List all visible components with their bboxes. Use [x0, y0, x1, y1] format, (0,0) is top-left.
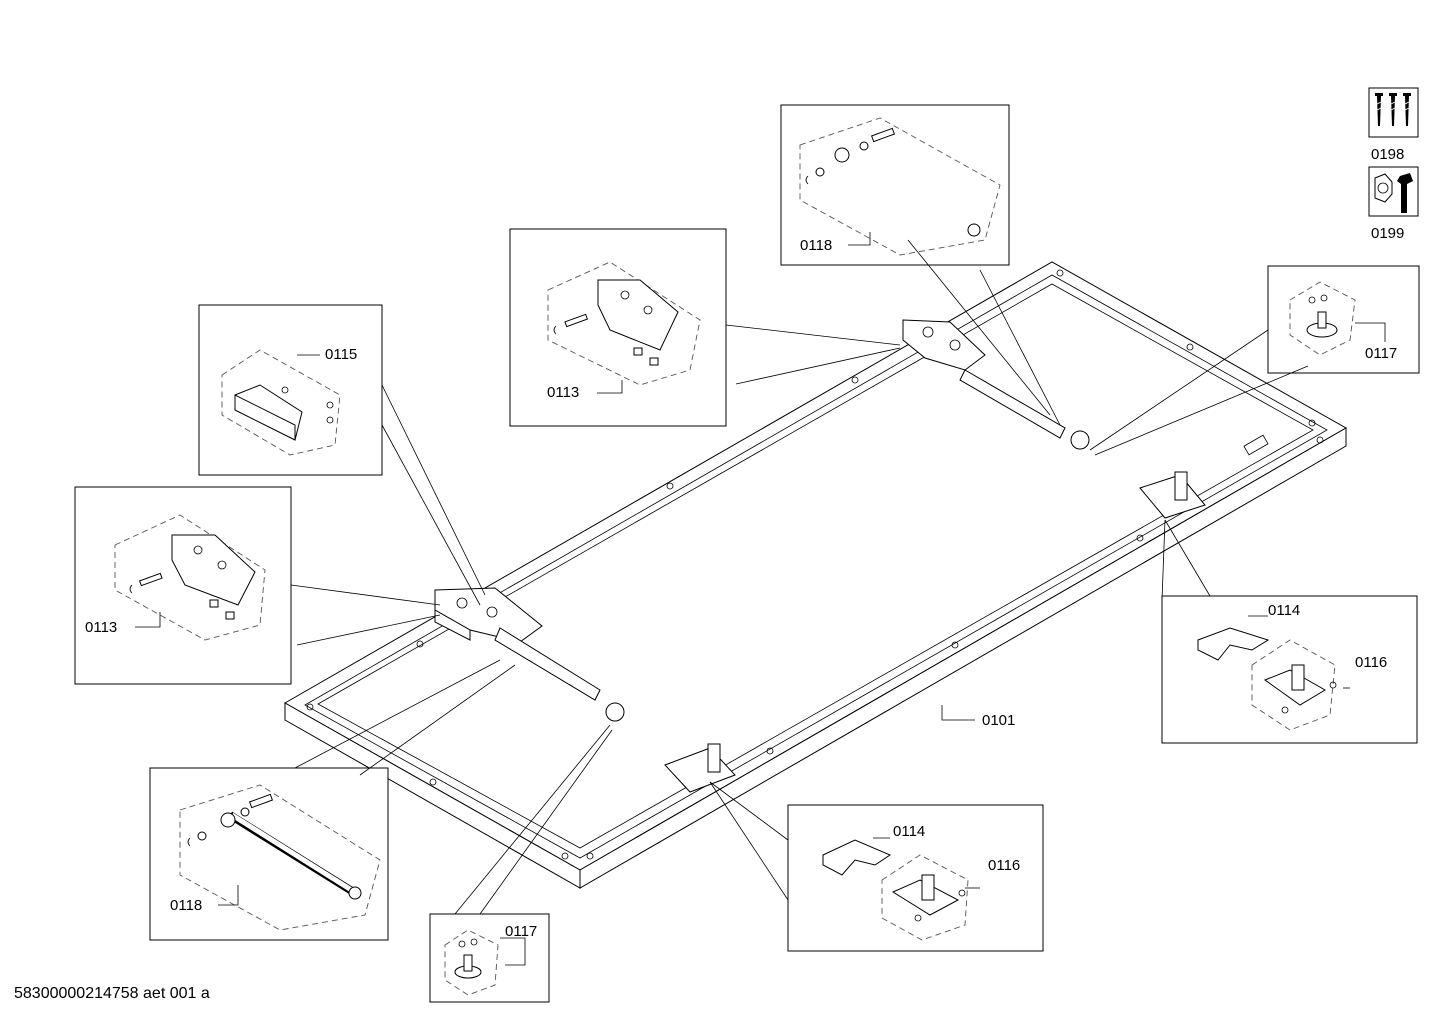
label-foot-right: 0117	[1365, 345, 1397, 362]
label-frame: 0101	[982, 712, 1015, 729]
mounted-hinge-top	[902, 319, 1090, 450]
detail-box-hinge-top	[509, 228, 727, 427]
mounted-hinge-left	[434, 587, 625, 722]
wrench-kit-icon[interactable]	[1368, 166, 1419, 217]
leader-lines	[290, 239, 1309, 915]
frame-panel[interactable]	[283, 261, 1348, 889]
detail-box-bracket-bottom	[787, 804, 1044, 952]
label-latch-bottom: 0116	[988, 857, 1020, 874]
label-bracket-right: 0114	[1268, 602, 1300, 619]
detail-box-hinge-left	[74, 486, 292, 685]
label-tool-kit: 0199	[1371, 225, 1404, 242]
label-hinge-top: 0113	[547, 384, 579, 401]
label-cover: 0115	[325, 346, 357, 363]
detail-box-bracket-right	[1161, 595, 1418, 744]
detail-box-foot-right	[1267, 265, 1420, 374]
label-foot-bottom: 0117	[505, 923, 537, 940]
detail-box-foot-bottom	[429, 913, 550, 1003]
label-screw-kit: 0198	[1371, 146, 1404, 163]
mounted-bracket-right	[1139, 471, 1206, 519]
label-strut-top: 0118	[800, 237, 832, 254]
detail-box-cover	[198, 304, 383, 476]
label-latch-right: 0116	[1355, 654, 1387, 671]
detail-box-strut-left	[149, 767, 389, 941]
label-hinge-left: 0113	[85, 619, 117, 636]
callout-ticks	[135, 232, 1386, 966]
detail-box-strut-top	[780, 104, 1010, 266]
mounted-bracket-bottom	[664, 743, 736, 793]
label-bracket-bottom: 0114	[893, 823, 925, 840]
screw-kit-icon[interactable]	[1368, 87, 1419, 138]
document-id: 58300000214758 aet 001 a	[14, 985, 210, 1002]
label-strut-left: 0118	[170, 897, 202, 914]
